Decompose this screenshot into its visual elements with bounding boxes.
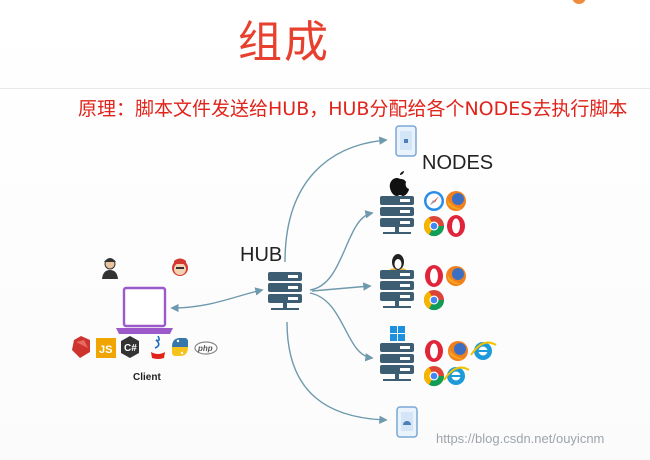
windows-server-icon — [380, 343, 414, 381]
ios-phone-icon — [395, 125, 417, 157]
arrow-hub-ios — [284, 136, 388, 263]
linux-icon — [390, 254, 406, 272]
slide-title: 组成 — [238, 17, 330, 68]
hub-server-icon — [268, 272, 302, 310]
arrow-client-hub — [170, 287, 264, 313]
chrome-icon — [423, 290, 445, 311]
opera-icon — [447, 215, 465, 237]
apple-icon — [389, 171, 409, 196]
arrow-hub-android — [286, 321, 388, 424]
opera-icon — [425, 265, 443, 287]
chrome-icon — [423, 216, 445, 237]
javascript-icon: JS — [96, 338, 116, 358]
connection-arrows — [170, 136, 388, 424]
java-icon — [151, 335, 165, 359]
svg-text:JS: JS — [99, 344, 112, 356]
client-laptop-icon — [116, 286, 173, 334]
arrow-hub-windows — [309, 292, 374, 362]
ruby-icon — [72, 336, 90, 358]
python-icon — [172, 338, 188, 356]
android-phone-icon — [396, 406, 418, 438]
php-icon: php — [194, 341, 218, 355]
client-label: Client — [133, 372, 161, 383]
ie-icon — [470, 341, 497, 361]
firefox-icon — [446, 266, 466, 286]
firefox-icon — [446, 191, 466, 211]
csharp-icon: C# — [121, 336, 139, 358]
user-icon — [102, 258, 118, 279]
ie-icon — [443, 366, 470, 386]
chrome-icon — [423, 366, 445, 387]
nodes-label: NODES — [422, 152, 494, 174]
jenkins-icon — [172, 258, 188, 276]
arrow-hub-mac — [309, 210, 374, 291]
svg-text:C#: C# — [124, 343, 137, 354]
firefox-icon — [448, 341, 468, 361]
safari-icon — [424, 191, 444, 211]
hub-label: HUB — [240, 244, 283, 266]
mac-server-icon — [380, 196, 414, 234]
svg-text:php: php — [197, 344, 213, 353]
opera-icon — [425, 340, 443, 362]
title-divider — [0, 88, 650, 89]
linux-server-icon — [380, 270, 414, 308]
arrow-hub-linux — [311, 282, 372, 292]
windows-icon — [390, 326, 405, 341]
principle-text: 原理：脚本文件发送给HUB，HUB分配给各个NODES去执行脚本 — [78, 98, 628, 120]
corner-accent — [572, 0, 586, 4]
watermark-url: https://blog.csdn.net/ouyicnm — [436, 431, 605, 446]
